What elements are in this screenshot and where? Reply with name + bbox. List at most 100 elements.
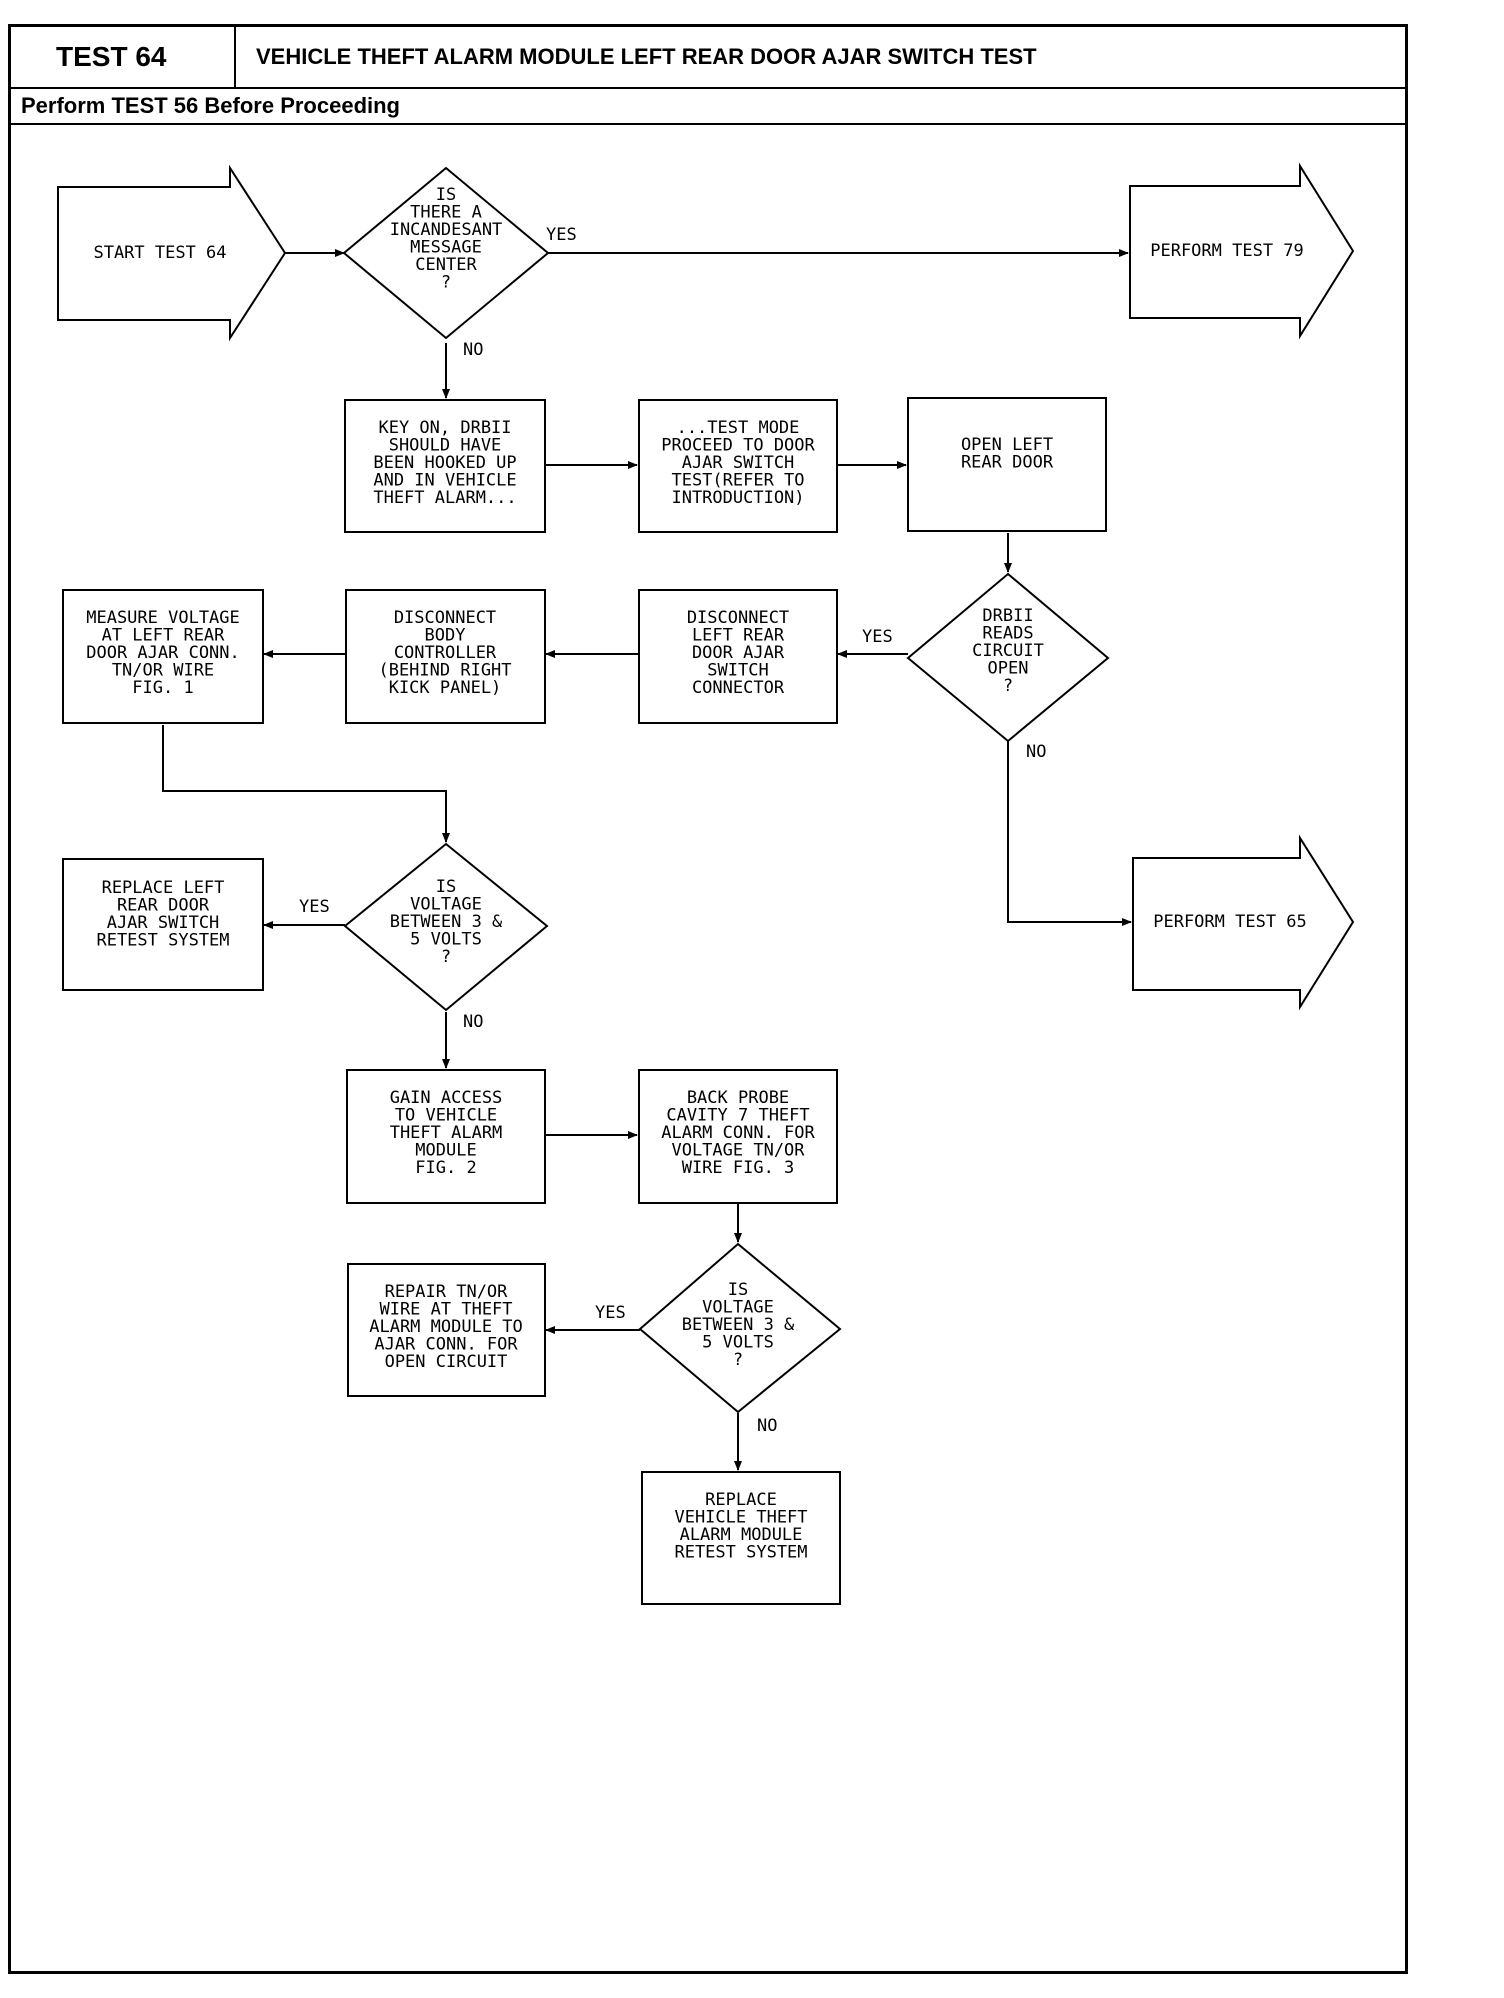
back-probe-box [638,1069,838,1204]
node-text-line: AT LEFT REAR [102,626,226,646]
node-text-line: SWITCH [707,661,768,681]
node-text-line: THERE A [410,203,482,223]
no-label-drbii: NO [1026,742,1046,762]
node-text-line: INTRODUCTION) [671,488,804,508]
node-text-line: CONTROLLER [394,643,497,663]
test-number: TEST 64 [11,27,236,87]
node-text-line: WIRE FIG. 3 [682,1158,795,1178]
node-text-line: REPLACE LEFT [102,878,225,898]
node-text-line: KEY ON, DRBII [378,418,511,438]
start-test-label: START TEST 64 [93,243,226,263]
node-text-line: VEHICLE THEFT [674,1508,807,1528]
node-text-line: MODULE [415,1141,476,1161]
node-text-line: DOOR AJAR [692,643,785,663]
node-text-line: THEFT ALARM [390,1123,503,1143]
node-text-line: REAR DOOR [117,896,210,916]
node-text-line: FIG. 1 [132,678,193,698]
node-text-line: SHOULD HAVE [389,436,502,456]
node-text-line: RETEST SYSTEM [674,1543,807,1563]
no-label-incandescent: NO [463,340,483,360]
node-text-line: CIRCUIT [972,641,1044,661]
node-text-line: VOLTAGE [410,895,482,915]
node-text-line: START TEST 64 [93,243,226,263]
node-text-line: THEFT ALARM... [373,488,516,508]
node-text-line: GAIN ACCESS [390,1088,503,1108]
node-text-line: TN/OR WIRE [112,661,214,681]
node-text-line: IS [728,1280,748,1300]
node-text-line: TO VEHICLE [395,1106,497,1126]
start-arrow-shape [57,164,287,342]
node-text-line: IS [436,877,456,897]
node-text-line: VOLTAGE [702,1298,774,1318]
branch-labels: YES NO YES NO YES NO YES NO [299,225,1046,1436]
node-text-line: ? [441,273,451,293]
node-text-line: REAR DOOR [961,453,1054,473]
node-text-line: CAVITY 7 THEFT [666,1106,809,1126]
chart-frame: TEST 64 VEHICLE THEFT ALARM MODULE LEFT … [8,24,1408,1974]
node-text-line: BETWEEN 3 & [682,1315,795,1335]
node-text-line: ALARM MODULE TO [369,1317,523,1337]
node-text-line: 5 VOLTS [410,930,482,950]
node-text-line: KICK PANEL) [389,678,502,698]
replace-module-box [641,1471,841,1605]
measure-voltage-box [62,589,264,724]
perform-test-79-arrow-shape [1129,162,1355,340]
node-text-line: DOOR AJAR CONN. [86,643,240,663]
node-text-line: ALARM MODULE [680,1525,803,1545]
node-text-line: INCANDESANT [390,220,503,240]
replace-switch-box [62,858,264,991]
yes-label-voltage-2: YES [595,1303,626,1323]
connectors [162,249,1132,1471]
node-text-line: 5 VOLTS [702,1333,774,1353]
node-text-line: DISCONNECT [687,608,789,628]
yes-label-drbii: YES [862,627,893,647]
node-text-line: OPEN CIRCUIT [385,1352,508,1372]
question-voltage-1-shape [343,842,549,1012]
repair-box [347,1263,546,1397]
node-text-line: BEEN HOOKED UP [373,453,516,473]
gain-access-box [346,1069,546,1204]
yes-label-voltage-1: YES [299,897,330,917]
node-text-line: AJAR CONN. FOR [374,1335,518,1355]
node-text-line: ? [441,947,451,967]
node-text-line: REPAIR TN/OR [385,1282,509,1302]
question-incandescent-shape [342,166,550,340]
question-voltage-2-shape [638,1242,842,1414]
perform-test-79-label: PERFORM TEST 79 [1150,241,1304,261]
node-text-line: CENTER [415,255,477,275]
node-text-line: DISCONNECT [394,608,496,628]
node-text-line: IS [436,185,456,205]
node-text-line: READS [982,624,1033,644]
node-text-line: BACK PROBE [687,1088,789,1108]
node-text-line: PERFORM TEST 79 [1150,241,1304,261]
node-text-line: ...TEST MODE [677,418,800,438]
no-label-voltage-1: NO [463,1012,483,1032]
node-text-line: PROCEED TO DOOR [661,436,815,456]
yes-label-incandescent: YES [546,225,577,245]
node-text-line: (BEHIND RIGHT [378,661,511,681]
node-text-line: OPEN LEFT [961,435,1053,455]
node-text-line: ? [733,1350,743,1370]
node-text-line: PERFORM TEST 65 [1153,912,1307,932]
key-on-box [344,399,546,533]
node-text-line: AND IN VEHICLE [373,471,516,491]
header-bar: TEST 64 VEHICLE THEFT ALARM MODULE LEFT … [11,27,1405,89]
shapes [57,162,1355,1605]
test-mode-box [638,399,838,533]
disconnect-body-box [345,589,546,724]
prerequisite-note: Perform TEST 56 Before Proceeding [11,89,1405,125]
node-text-line: BODY [425,626,466,646]
